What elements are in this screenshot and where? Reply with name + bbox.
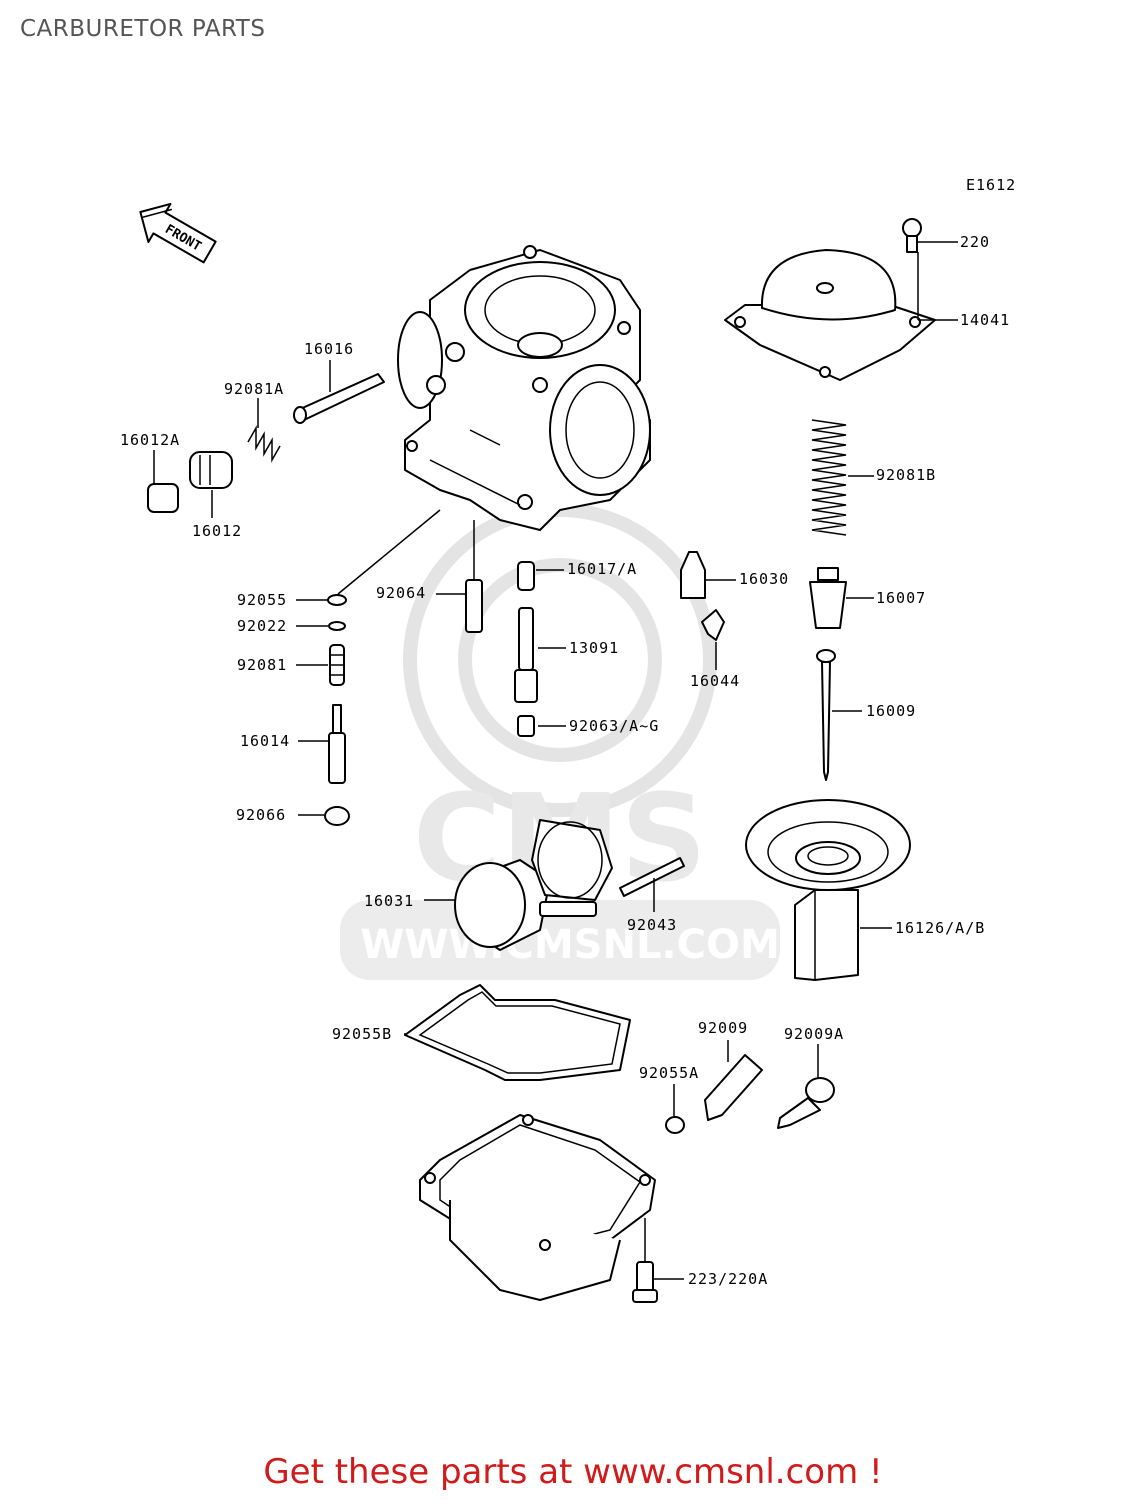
part-92009a-screw xyxy=(777,1077,835,1129)
part-16007-holder xyxy=(809,567,847,629)
label-92066: 92066 xyxy=(236,806,286,824)
part-16126-vacuum-piston xyxy=(745,799,911,981)
label-16044: 16044 xyxy=(690,672,740,690)
part-220-screw xyxy=(902,218,922,253)
watermark-url: WWW.CMSNL.COM xyxy=(360,922,780,968)
label-16012a: 16012A xyxy=(120,431,180,449)
label-92055b: 92055B xyxy=(332,1025,392,1043)
label-16007: 16007 xyxy=(876,589,926,607)
part-92064-jet xyxy=(465,579,483,633)
label-92063: 92063/A~G xyxy=(569,717,659,735)
part-92066-plug xyxy=(324,806,350,826)
label-92009a: 92009A xyxy=(784,1025,844,1043)
part-92063-main-jet xyxy=(517,715,535,737)
part-92081b-spring xyxy=(811,419,847,536)
label-92009: 92009 xyxy=(698,1019,748,1037)
carburetor-body xyxy=(397,245,651,531)
part-labels: 220 14041 16016 92081A 16012A 16012 9208… xyxy=(120,233,1010,1288)
label-220: 220 xyxy=(960,233,990,251)
label-92081: 92081 xyxy=(237,656,287,674)
front-arrow-icon: FRONT xyxy=(139,202,217,264)
part-92081a-spring xyxy=(247,425,281,463)
part-16009-jet-needle xyxy=(816,649,836,781)
part-92081-spring xyxy=(329,644,345,686)
label-13091: 13091 xyxy=(569,639,619,657)
label-16126: 16126/A/B xyxy=(895,919,985,937)
page-title: CARBURETOR PARTS xyxy=(20,16,266,42)
part-16044-clip xyxy=(701,609,725,641)
label-16009: 16009 xyxy=(866,702,916,720)
part-16014-pilot-screw xyxy=(328,704,346,784)
label-16014: 16014 xyxy=(240,732,290,750)
part-16030-float-valve xyxy=(680,551,706,599)
part-92055a-oring xyxy=(665,1116,685,1134)
part-92055-oring xyxy=(327,594,347,606)
label-92055: 92055 xyxy=(237,591,287,609)
part-92009-screw xyxy=(704,1054,763,1121)
label-92055a: 92055A xyxy=(639,1064,699,1082)
part-16017-jet xyxy=(517,561,535,591)
label-223-220a: 223/220A xyxy=(688,1270,768,1288)
label-92081b: 92081B xyxy=(876,466,936,484)
label-16030: 16030 xyxy=(739,570,789,588)
label-14041: 14041 xyxy=(960,311,1010,329)
part-223-screw xyxy=(632,1261,658,1303)
label-92043: 92043 xyxy=(627,916,677,934)
label-92064: 92064 xyxy=(376,584,426,602)
label-92022: 92022 xyxy=(237,617,287,635)
leader-lines xyxy=(153,241,958,1280)
label-16017a: 16017/A xyxy=(567,560,637,578)
footer-promo-text: Get these parts at www.cmsnl.com ! xyxy=(263,1452,883,1492)
label-16031: 16031 xyxy=(364,892,414,910)
label-16016: 16016 xyxy=(304,340,354,358)
part-16012a-cap xyxy=(147,483,179,513)
part-14041-cover xyxy=(724,249,936,381)
part-16031-throttle xyxy=(454,819,613,951)
label-92081a: 92081A xyxy=(224,380,284,398)
float-bowl xyxy=(419,1114,656,1301)
part-92055b-gasket xyxy=(404,984,631,1081)
part-92022-washer xyxy=(328,621,346,631)
part-13091-needle-jet xyxy=(514,607,538,703)
part-16016-rod xyxy=(293,373,385,424)
diagram-code: E1612 xyxy=(966,176,1016,194)
part-92043-pin xyxy=(619,857,685,897)
label-16012: 16012 xyxy=(192,522,242,540)
watermark-logo: CMS WWW.CMSNL.COM xyxy=(340,503,780,980)
part-16012-plug xyxy=(189,451,233,489)
